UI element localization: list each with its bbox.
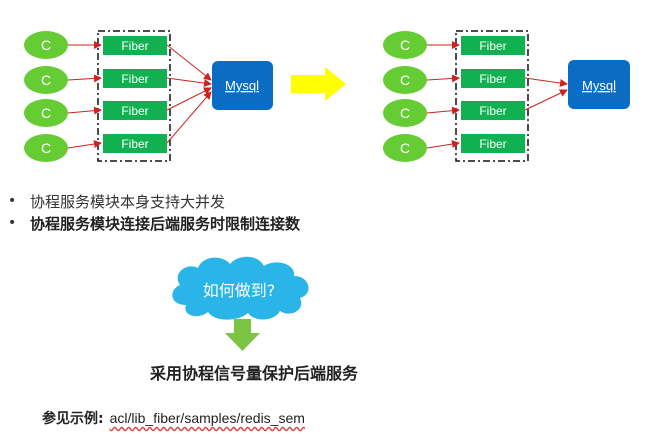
left-client: C xyxy=(24,99,68,127)
left-fiber: Fiber xyxy=(103,101,167,120)
right-fiber: Fiber xyxy=(461,69,525,88)
left-client-link xyxy=(67,140,102,149)
right-client-link xyxy=(426,74,460,83)
left-fiber: Fiber xyxy=(103,36,167,55)
see-also-label: 参见示例: xyxy=(42,411,104,427)
bullet-marker: • xyxy=(8,193,17,209)
see-also-path: acl/lib_fiber/samples/redis_sem xyxy=(109,410,305,426)
bullet-marker: • xyxy=(8,215,17,231)
left-client: C xyxy=(24,31,68,59)
fiber-label: Fiber xyxy=(479,72,506,86)
right-client: C xyxy=(383,134,427,162)
cloud-question: 如何做到? xyxy=(203,281,276,300)
client-label: C xyxy=(400,72,410,88)
bullet-item: • 协程服务模块本身支持大并发 xyxy=(8,190,300,212)
see-also: 参见示例: acl/lib_fiber/samples/redis_sem xyxy=(42,408,305,428)
left-fiber-group-border xyxy=(97,30,171,162)
client-label: C xyxy=(41,140,51,156)
left-fiber-db-link xyxy=(166,77,212,88)
left-client: C xyxy=(24,134,68,162)
fiber-label: Fiber xyxy=(479,104,506,118)
right-fiber: Fiber xyxy=(461,36,525,55)
left-client-link xyxy=(67,106,102,115)
left-fiber: Fiber xyxy=(103,69,167,88)
fiber-label: Fiber xyxy=(121,39,148,53)
fiber-label: Fiber xyxy=(479,39,506,53)
right-fiber-db-link xyxy=(524,77,568,87)
client-label: C xyxy=(41,72,51,88)
down-arrow xyxy=(225,319,260,351)
client-label: C xyxy=(41,37,51,53)
fiber-label: Fiber xyxy=(121,72,148,86)
right-client: C xyxy=(383,66,427,94)
client-label: C xyxy=(41,105,51,121)
fiber-label: Fiber xyxy=(121,137,148,151)
left-diagram: C C C C Fiber Fiber Fiber Fiber xyxy=(24,30,273,162)
left-client-link xyxy=(67,74,102,83)
left-fiber: Fiber xyxy=(103,134,167,153)
bullet-list: • 协程服务模块本身支持大并发 • 协程服务模块连接后端服务时限制连接数 xyxy=(8,190,300,234)
client-label: C xyxy=(400,140,410,156)
question-cloud: 如何做到? xyxy=(172,256,309,320)
right-fiber-db-link xyxy=(524,89,568,111)
right-fiber-group-border xyxy=(455,30,529,162)
answer-text: 采用协程信号量保护后端服务 xyxy=(150,364,359,383)
bullet-text: 协程服务模块连接后端服务时限制连接数 xyxy=(30,214,301,233)
mysql-label: Mysql xyxy=(582,78,616,93)
transition-arrow xyxy=(291,67,346,101)
fiber-label: Fiber xyxy=(479,137,506,151)
left-fiber-db-link xyxy=(166,44,212,81)
right-fiber: Fiber xyxy=(461,134,525,153)
client-label: C xyxy=(400,37,410,53)
left-fiber-db-link xyxy=(166,91,212,144)
right-client: C xyxy=(383,31,427,59)
right-mysql-node: Mysql xyxy=(568,60,630,109)
fiber-label: Fiber xyxy=(121,104,148,118)
right-client-link xyxy=(426,140,460,149)
cloud-icon xyxy=(172,256,309,320)
right-client: C xyxy=(383,99,427,127)
right-fiber: Fiber xyxy=(461,101,525,120)
left-client: C xyxy=(24,66,68,94)
mysql-label: Mysql xyxy=(225,78,259,93)
client-label: C xyxy=(400,105,410,121)
left-mysql-node: Mysql xyxy=(212,61,273,110)
bullet-item: • 协程服务模块连接后端服务时限制连接数 xyxy=(8,212,300,234)
right-diagram: C C C C Fiber Fiber Fiber Fiber xyxy=(383,30,630,162)
right-client-link xyxy=(426,106,460,115)
bullet-text: 协程服务模块本身支持大并发 xyxy=(30,192,226,211)
